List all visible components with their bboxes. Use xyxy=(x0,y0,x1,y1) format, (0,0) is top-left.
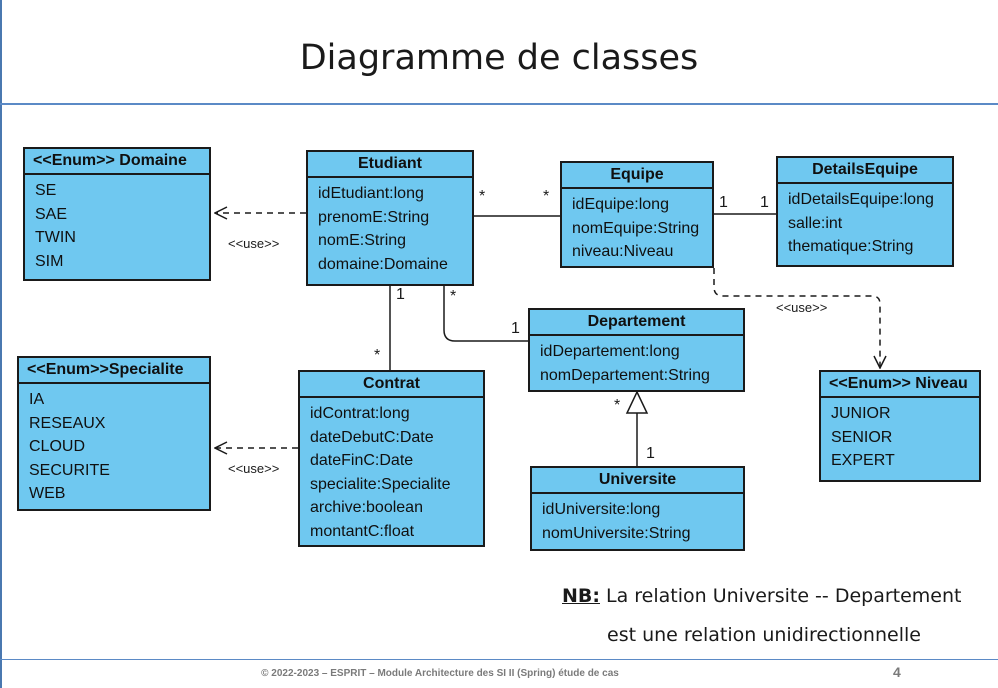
use-label-niveau: <<use>> xyxy=(776,300,828,315)
mult-etudiant-contrat-to: * xyxy=(374,347,381,364)
class-equipe: Equipe idEquipe:long nomEquipe:String ni… xyxy=(560,161,714,268)
attribute: idUniversite:long xyxy=(542,501,661,518)
note-line-1: NB: La relation Universite -- Departemen… xyxy=(562,585,961,607)
class-contrat-attributes: idContrat:long dateDebutC:Date dateFinC:… xyxy=(300,398,483,543)
enum-value: SECURITE xyxy=(29,461,110,479)
class-details-equipe-name: DetailsEquipe xyxy=(778,158,952,184)
assoc-etudiant-departement xyxy=(443,286,528,342)
class-specialite-values: IA RESEAUX CLOUD SECURITE WEB xyxy=(19,384,209,506)
enum-value: CLOUD xyxy=(29,438,86,455)
class-departement: Departement idDepartement:long nomDepart… xyxy=(528,308,745,392)
attribute: niveau:Niveau xyxy=(572,243,674,260)
class-equipe-attributes: idEquipe:long nomEquipe:String niveau:Ni… xyxy=(562,189,712,264)
class-details-equipe-attributes: idDetailsEquipe:long salle:int thematiqu… xyxy=(778,184,952,259)
footer-divider xyxy=(0,659,998,660)
class-departement-attributes: idDepartement:long nomDepartement:String xyxy=(530,336,743,387)
class-domaine-values: SE SAE TWIN SIM xyxy=(25,175,209,273)
enum-value: SAE xyxy=(35,205,68,223)
attribute: dateFinC:Date xyxy=(310,452,414,469)
note-line-2: est une relation unidirectionnelle xyxy=(607,624,921,646)
enum-value: IA xyxy=(29,391,45,408)
mult-universite-departement-from: 1 xyxy=(646,445,655,462)
title-divider xyxy=(0,103,998,105)
attribute: domaine:Domaine xyxy=(318,255,448,273)
attribute: nomE:String xyxy=(318,232,407,249)
attribute: prenomE:String xyxy=(318,208,430,226)
attribute: archive:boolean xyxy=(310,499,423,516)
mult-etudiant-equipe-from: * xyxy=(479,188,486,205)
attribute: nomEquipe:String xyxy=(572,219,700,237)
page-number: 4 xyxy=(893,664,901,680)
mult-universite-departement-to: * xyxy=(614,397,621,414)
class-details-equipe: DetailsEquipe idDetailsEquipe:long salle… xyxy=(776,156,954,267)
class-niveau: <<Enum>> Niveau JUNIOR SENIOR EXPERT xyxy=(819,370,981,482)
enum-value: WEB xyxy=(29,485,66,502)
class-specialite: <<Enum>>Specialite IA RESEAUX CLOUD SECU… xyxy=(17,356,211,511)
enum-value: EXPERT xyxy=(831,452,895,469)
note-label: NB: xyxy=(562,585,600,607)
attribute: specialite:Specialite xyxy=(310,475,451,493)
class-niveau-values: JUNIOR SENIOR EXPERT xyxy=(821,398,979,473)
class-niveau-name: <<Enum>> Niveau xyxy=(821,372,979,398)
class-contrat-name: Contrat xyxy=(300,372,483,398)
footer-text: © 2022-2023 – ESPRIT – Module Architectu… xyxy=(261,668,619,679)
enum-value: RESEAUX xyxy=(29,414,106,432)
class-etudiant: Etudiant idEtudiant:long prenomE:String … xyxy=(306,150,474,286)
attribute: salle:int xyxy=(788,214,843,232)
attribute: idDetailsEquipe:long xyxy=(788,191,934,208)
attribute: thematique:String xyxy=(788,238,914,255)
use-label-specialite: <<use>> xyxy=(228,461,280,476)
note-text-1: La relation Universite -- Departement xyxy=(599,585,962,607)
mult-etudiant-departement-to: 1 xyxy=(511,320,520,337)
mult-equipe-details-from: 1 xyxy=(719,194,728,211)
enum-value: SENIOR xyxy=(831,428,893,446)
class-domaine: <<Enum>> Domaine SE SAE TWIN SIM xyxy=(23,147,211,281)
enum-value: SE xyxy=(35,182,57,199)
mult-etudiant-equipe-to: * xyxy=(543,188,550,205)
attribute: idEtudiant:long xyxy=(318,185,424,202)
enum-value: JUNIOR xyxy=(831,405,891,422)
attribute: idDepartement:long xyxy=(540,343,680,360)
attribute: idEquipe:long xyxy=(572,196,669,213)
class-universite-attributes: idUniversite:long nomUniversite:String xyxy=(532,494,743,545)
attribute: montantC:float xyxy=(310,522,415,540)
class-etudiant-name: Etudiant xyxy=(308,152,472,178)
slide-left-border xyxy=(0,0,2,688)
class-equipe-name: Equipe xyxy=(562,163,712,189)
attribute: nomUniversite:String xyxy=(542,524,691,542)
mult-etudiant-departement-from: * xyxy=(450,288,457,305)
attribute: dateDebutC:Date xyxy=(310,428,434,446)
triangle-arrowhead xyxy=(625,390,649,414)
class-specialite-name: <<Enum>>Specialite xyxy=(19,358,209,384)
mult-etudiant-contrat-from: 1 xyxy=(396,286,405,303)
use-label-domaine: <<use>> xyxy=(228,236,280,251)
class-domaine-name: <<Enum>> Domaine xyxy=(25,149,209,175)
class-universite-name: Universite xyxy=(532,468,743,494)
mult-equipe-details-to: 1 xyxy=(760,194,769,211)
class-departement-name: Departement xyxy=(530,310,743,336)
use-equipe-niveau xyxy=(713,268,880,368)
attribute: nomDepartement:String xyxy=(540,366,710,384)
attribute: idContrat:long xyxy=(310,405,410,422)
enum-value: SIM xyxy=(35,252,64,270)
class-universite: Universite idUniversite:long nomUniversi… xyxy=(530,466,745,551)
class-contrat: Contrat idContrat:long dateDebutC:Date d… xyxy=(298,370,485,547)
class-etudiant-attributes: idEtudiant:long prenomE:String nomE:Stri… xyxy=(308,178,472,276)
slide-title: Diagramme de classes xyxy=(299,38,699,78)
enum-value: TWIN xyxy=(35,229,76,246)
